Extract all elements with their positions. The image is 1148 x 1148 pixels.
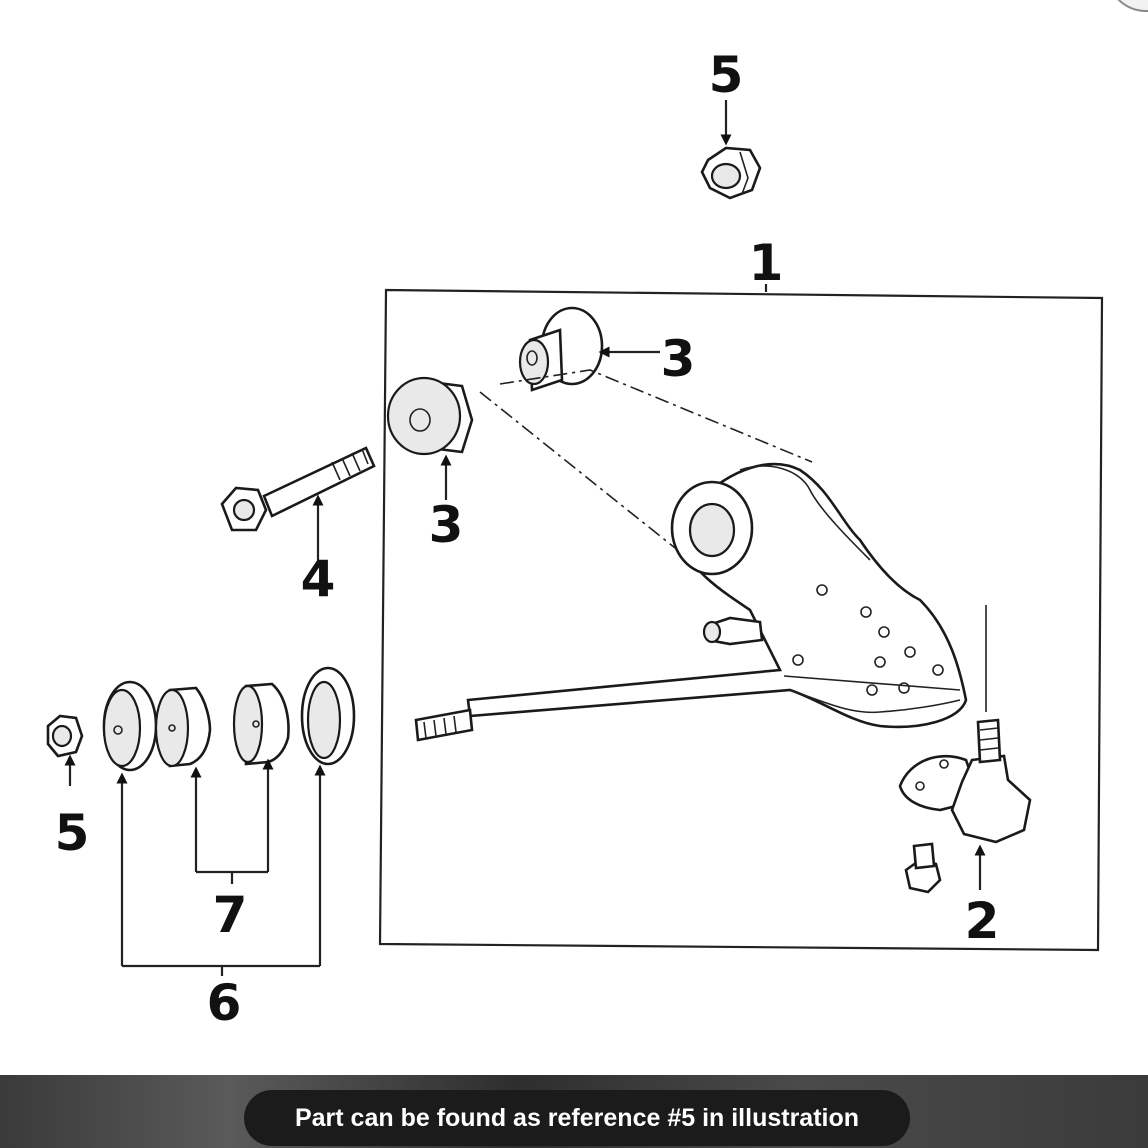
bolt-part[interactable] — [220, 446, 376, 532]
alignment-dash-lower — [479, 391, 691, 561]
top-nut-part[interactable] — [700, 146, 762, 200]
washer-right-part[interactable] — [300, 666, 356, 766]
callout-5-left: 5 — [55, 804, 90, 862]
bushing-upper-part[interactable] — [518, 306, 604, 392]
callout-2: 2 — [965, 892, 1000, 950]
callout-7: 7 — [213, 886, 248, 944]
bushing-7-right-part[interactable] — [232, 682, 290, 766]
ball-joint-part[interactable] — [898, 718, 1032, 894]
bushing-7-left-part[interactable] — [154, 686, 212, 768]
callout-3-upper: 3 — [661, 330, 696, 388]
left-nut-part[interactable] — [46, 714, 84, 758]
control-arm-part[interactable] — [414, 462, 968, 742]
callout-1: 1 — [749, 234, 784, 292]
caption-text: Part can be found as reference #5 in ill… — [294, 1103, 860, 1132]
alignment-dash-upper — [499, 369, 813, 463]
callout-3-lower: 3 — [429, 496, 464, 554]
caption-pill: Part can be found as reference #5 in ill… — [244, 1090, 910, 1146]
assembly-box — [378, 288, 1104, 952]
parts-diagram: 5 1 3 3 4 — [46, 46, 1104, 1032]
callout-4: 4 — [301, 550, 336, 608]
callout-6: 6 — [207, 974, 242, 1032]
bushing-lower-part[interactable] — [386, 376, 474, 456]
washer-left-part[interactable] — [102, 680, 158, 772]
callout-5-top: 5 — [709, 46, 744, 104]
